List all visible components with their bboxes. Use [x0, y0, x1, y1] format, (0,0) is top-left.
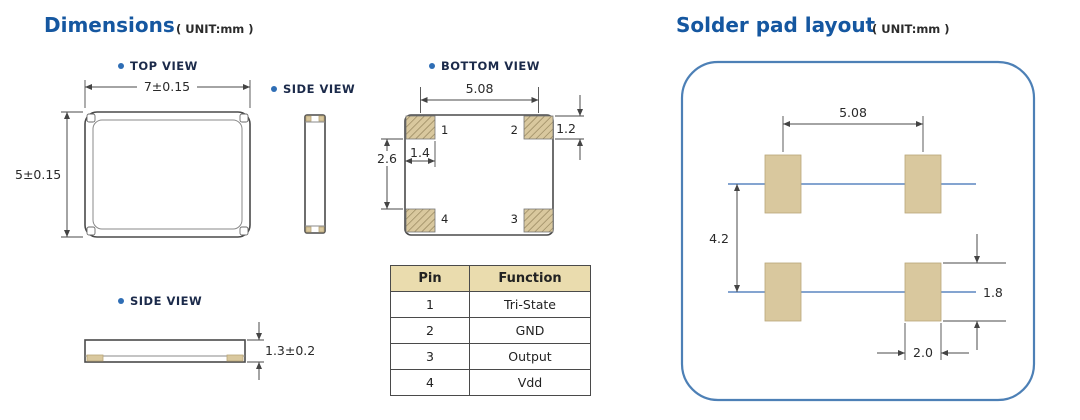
pitch-x-dimension: 5.08 — [782, 105, 924, 152]
top-view-drawing: 7±0.15 5±0.15 — [15, 78, 251, 238]
pad-gap-dimension: 2.6 — [373, 138, 403, 210]
pad-height-dimension: 1.8 — [943, 234, 1006, 350]
pitch-dimension: 5.08 — [420, 81, 539, 113]
side-pad — [318, 226, 325, 233]
pad-3 — [523, 208, 554, 233]
corner-castellation — [86, 113, 96, 123]
bullet-icon — [429, 63, 435, 69]
solder-pad-layout-drawing: 5.08 4.2 1.8 2.0 — [680, 60, 1036, 402]
table-row: 2 GND — [390, 317, 591, 344]
dimensions-title: Dimensions — [44, 13, 175, 37]
package-outline — [84, 111, 251, 238]
table-row: 4 Vdd — [390, 369, 591, 396]
pin-number-4: 4 — [441, 212, 448, 226]
side-pad — [305, 226, 312, 233]
pin-cell: 1 — [390, 291, 470, 318]
dim-text-bg — [137, 78, 197, 94]
function-column-header: Function — [469, 265, 591, 292]
top-view-label: TOP VIEW — [118, 59, 198, 73]
pitch-y-dim-label: 4.2 — [709, 231, 729, 246]
pitch-dim-label: 5.08 — [466, 81, 494, 96]
dimensions-unit-label: ( UNIT:mm ) — [176, 22, 254, 36]
pad-height-dim-label: 1.8 — [983, 285, 1003, 300]
side-view-right-drawing — [304, 114, 326, 234]
side-pad — [86, 354, 104, 362]
dim-text-bg — [373, 151, 401, 166]
function-cell: Vdd — [469, 369, 591, 396]
pad-4 — [405, 208, 436, 233]
pin-cell: 4 — [390, 369, 470, 396]
solder-pads — [764, 154, 942, 322]
solder-title: Solder pad layout — [676, 13, 876, 37]
corner-castellation — [86, 226, 96, 236]
pad-2 — [523, 115, 554, 140]
pin-cell: 2 — [390, 317, 470, 344]
top-view-package — [84, 111, 251, 238]
bullet-icon — [118, 298, 124, 304]
function-cell: Output — [469, 343, 591, 370]
bottom-view-package: 1 2 4 3 — [404, 114, 554, 236]
package-outline — [404, 114, 554, 236]
pad-height-dim-label: 1.2 — [556, 121, 576, 136]
solder-pad-bottom-left — [764, 262, 802, 322]
bottom-view-label: BOTTOM VIEW — [429, 59, 540, 73]
thickness-dim-label: 1.3±0.2 — [265, 343, 315, 358]
pad-width-dimension: 2.0 — [877, 323, 969, 360]
table-header-row: Pin Function — [390, 265, 591, 292]
bottom-view-drawing: 1 2 4 3 5.08 1.2 1.4 2.6 — [373, 81, 584, 236]
pad-width-dim-label: 2.0 — [913, 345, 933, 360]
side-profile — [304, 114, 326, 234]
side-pad — [305, 115, 312, 122]
solder-pad-top-left — [764, 154, 802, 214]
pin-cell: 3 — [390, 343, 470, 370]
side-body — [84, 339, 246, 363]
pad-height-dimension: 1.2 — [555, 95, 584, 160]
side-body — [304, 114, 326, 234]
function-cell: GND — [469, 317, 591, 344]
pitch-y-dimension: 4.2 — [709, 184, 740, 292]
pitch-x-dim-label: 5.08 — [839, 105, 867, 120]
side-view-bottom-drawing: 1.3±0.2 — [84, 322, 315, 380]
side-view-right-label: SIDE VIEW — [271, 82, 355, 96]
pin-number-1: 1 — [441, 123, 448, 137]
height-dimension: 5±0.15 — [15, 111, 83, 238]
height-dim-label: 5±0.15 — [15, 167, 61, 182]
pin-number-2: 2 — [511, 123, 518, 137]
pad-1 — [405, 115, 436, 140]
width-dim-label: 7±0.15 — [144, 79, 190, 94]
table-row: 1 Tri-State — [390, 291, 591, 318]
bullet-icon — [271, 86, 277, 92]
pin-column-header: Pin — [390, 265, 470, 292]
bullet-icon — [118, 63, 124, 69]
pin-function-table: Pin Function 1 Tri-State 2 GND 3 Output … — [390, 265, 591, 396]
solder-unit-label: ( UNIT:mm ) — [872, 22, 950, 36]
corner-castellation — [239, 113, 249, 123]
corner-castellation — [239, 226, 249, 236]
function-cell: Tri-State — [469, 291, 591, 318]
side-pad — [226, 354, 244, 362]
side-view-bottom-label: SIDE VIEW — [118, 294, 202, 308]
pin-number-3: 3 — [511, 212, 518, 226]
side-profile — [84, 339, 246, 363]
solder-pad-top-right — [904, 154, 942, 214]
lid-outline — [92, 119, 243, 230]
side-pad — [318, 115, 325, 122]
thickness-dimension: 1.3±0.2 — [247, 322, 315, 380]
solder-pad-bottom-right — [904, 262, 942, 322]
width-dimension: 7±0.15 — [84, 78, 251, 108]
pad-width-dim-label: 1.4 — [410, 145, 430, 160]
pad-gap-dim-label: 2.6 — [377, 151, 397, 166]
pad-width-dimension: 1.4 — [405, 141, 436, 167]
table-row: 3 Output — [390, 343, 591, 370]
